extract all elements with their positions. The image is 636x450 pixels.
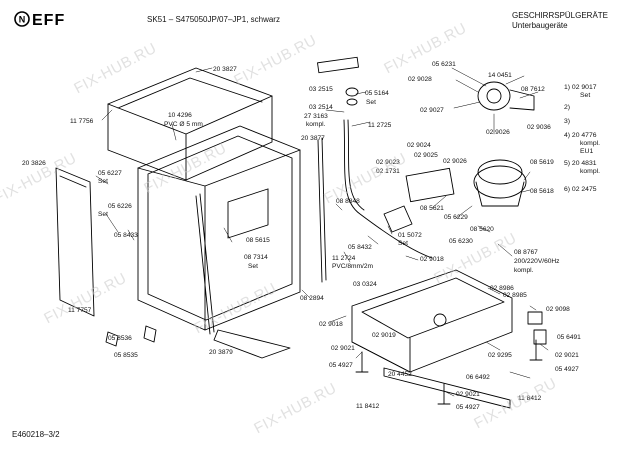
part-label: 11 2724 [332, 255, 356, 262]
part-label: 02 9018 [420, 256, 444, 263]
part-label: 20 3827 [213, 66, 237, 73]
legend-item-3: 3) [564, 118, 571, 125]
part-label: Set [98, 178, 108, 185]
part-label: 05 8535 [114, 352, 138, 359]
part-label: 20 3879 [209, 349, 233, 356]
svg-text:EFF: EFF [32, 12, 65, 28]
part-label: 11 8412 [518, 395, 542, 402]
part-label: 02 9021 [331, 345, 355, 352]
part-label: 02 8985 [503, 292, 527, 299]
part-label: 05 6231 [432, 61, 456, 68]
model-label: SK51 – S475050JP/07–JP1, schwarz [147, 15, 280, 24]
part-label: 08 8848 [336, 198, 360, 205]
part-label: 02 9027 [420, 107, 444, 114]
part-label: 01 5072 [398, 232, 422, 239]
part-label: 10 4296 [168, 112, 192, 119]
part-label: 05 6227 [98, 170, 122, 177]
part-label: 200/220V/60Hz [514, 258, 560, 265]
part-label: PVC/8mm/2m [332, 263, 374, 270]
part-label: 05 6226 [108, 203, 132, 210]
part-label: 02 9036 [527, 124, 551, 131]
part-label: 02 9026 [443, 158, 467, 165]
part-label: 05 4927 [329, 362, 353, 369]
part-label: 08 5620 [470, 226, 494, 233]
part-label: 02 9021 [555, 352, 579, 359]
part-label: 05 5164 [365, 90, 389, 97]
part-label: Set [398, 240, 408, 247]
part-label: 20 3826 [22, 160, 46, 167]
part-label: 05 8536 [108, 335, 132, 342]
part-label: 03 0324 [353, 281, 377, 288]
part-label: 03 2514 [309, 104, 333, 111]
part-label: 11 7757 [68, 307, 92, 314]
drawing-code: E460218–3/2 [12, 430, 60, 439]
legend-item-5-note: kompl. [580, 168, 601, 175]
svg-text:N: N [19, 15, 26, 25]
pump-housing-shape [473, 165, 527, 199]
part-label: Set [366, 99, 376, 106]
part-label: 02 1731 [376, 168, 400, 175]
part-label: 08 7314 [244, 254, 268, 261]
part-label: 08 5621 [420, 205, 444, 212]
part-label: Set [98, 211, 108, 218]
part-label: 06 6492 [466, 374, 490, 381]
part-label: 20 3877 [301, 135, 325, 142]
part-label: 11 7756 [70, 118, 94, 125]
part-label: 05 8432 [348, 244, 372, 251]
diagram-subtitle: Unterbaugeräte [512, 21, 568, 30]
part-label: PVC Ø 5 mm [164, 121, 203, 128]
part-label: 02 9021 [456, 391, 480, 398]
legend-item-1: 1) 02 9017 [564, 84, 597, 91]
part-label: 02 9024 [407, 142, 431, 149]
part-label: 02 9026 [486, 129, 510, 136]
part-label: 02 9295 [488, 352, 512, 359]
part-label: 05 8433 [114, 232, 138, 239]
part-label: 08 5618 [530, 188, 554, 195]
part-label: 08 7612 [521, 86, 545, 93]
part-label: 02 9025 [414, 152, 438, 159]
door-panel-shape [55, 167, 95, 317]
part-label: 02 9028 [408, 76, 432, 83]
part-label: 02 9019 [372, 332, 396, 339]
part-label: 05 4927 [555, 366, 579, 373]
part-label: 03 2515 [309, 86, 333, 93]
part-label: 08 2894 [300, 295, 324, 302]
legend-item-4-code: EU1 [580, 148, 594, 155]
part-label: 05 6229 [444, 214, 468, 221]
part-label: kompl. [306, 121, 326, 128]
part-label: 08 5615 [246, 237, 270, 244]
legend-item-4-note: kompl. [580, 140, 601, 147]
part-label: 02 9098 [546, 306, 570, 313]
diagram-title: GESCHIRRSPÜLGERÄTE [512, 11, 609, 20]
legend-item-1-note: Set [580, 92, 591, 99]
part-label: 27 3163 [304, 113, 328, 120]
part-label: 02 9018 [319, 321, 343, 328]
part-label: 11 2725 [368, 122, 392, 129]
part-label: 05 6491 [557, 334, 581, 341]
legend-item-6: 6) 02 2475 [564, 186, 597, 193]
part-label: 14 0451 [488, 72, 512, 79]
part-label: 05 6230 [449, 238, 473, 245]
part-label: Set [248, 263, 258, 270]
neff-logo: N EFF [14, 11, 65, 28]
part-label: 08 8767 [514, 249, 538, 256]
legend-item-5: 5) 20 4831 [564, 160, 597, 167]
legend-item-2: 2) [564, 104, 571, 111]
part-label: 05 4927 [456, 404, 480, 411]
legend-item-4: 4) 20 4776 [564, 132, 597, 139]
part-label: 02 8986 [490, 285, 514, 292]
part-label: 20 4452 [388, 371, 412, 378]
part-label: 11 8412 [356, 403, 380, 410]
tub-shape [137, 125, 301, 331]
part-label: 02 9023 [376, 159, 400, 166]
part-label: kompl. [514, 267, 534, 274]
part-label: 08 5619 [530, 159, 554, 166]
